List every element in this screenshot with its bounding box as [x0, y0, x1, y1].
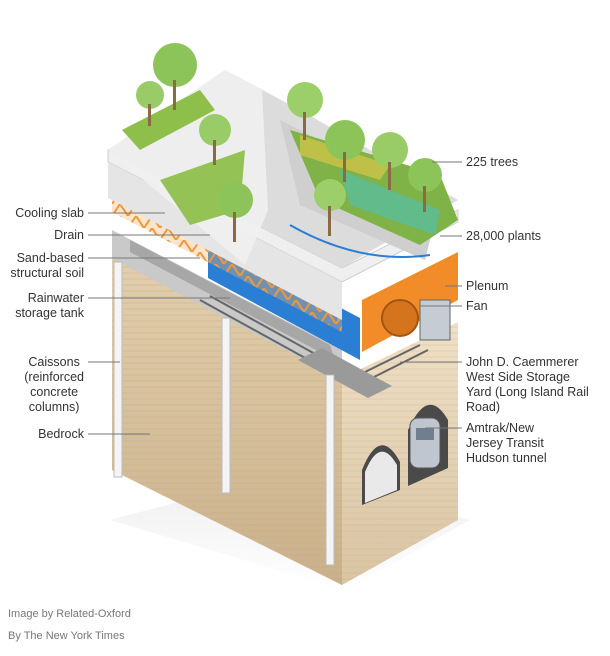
rail-yard-train: [130, 240, 335, 360]
tunnel-train: [409, 417, 441, 469]
label-caissons: Caissons (reinforced concrete columns): [24, 355, 84, 414]
leader-lines: [88, 161, 462, 435]
label-tank: Rainwater storage tank: [15, 291, 84, 320]
label-fan: Fan: [466, 299, 488, 313]
flower-strip: [340, 170, 440, 235]
label-drain: Drain: [54, 228, 84, 242]
truss-band: [112, 198, 342, 332]
rail-track-right: [364, 344, 429, 379]
track-bed: [298, 348, 392, 398]
label-plants: 28,000 plants: [466, 229, 542, 243]
label-yard: John D. Caemmerer West Side Storage Yard…: [466, 355, 589, 414]
label-cooling-slab: Cooling slab: [15, 206, 84, 220]
train-window: [416, 428, 434, 440]
caisson-1: [113, 261, 123, 478]
caisson-2: [221, 317, 231, 494]
label-trees: 225 trees: [466, 155, 519, 169]
tunnel-inner-left: [365, 451, 397, 503]
label-plenum: Plenum: [466, 279, 509, 293]
truss-fill: [112, 198, 342, 332]
label-bedrock: Bedrock: [38, 427, 84, 441]
planting-bed-1: [122, 90, 215, 150]
drain-channel: [289, 224, 431, 258]
label-tunnel: Amtrak/New Jersey Transit Hudson tunnel: [466, 421, 547, 465]
fan-unit: [381, 299, 419, 337]
caisson-3: [325, 374, 335, 566]
trees: [136, 43, 442, 242]
image-credit: Image by Related-Oxford: [8, 608, 131, 620]
source-credit: By The New York Times: [8, 630, 125, 642]
label-soil: Sand-based structural soil: [10, 251, 84, 280]
yard-train-car: [419, 299, 451, 341]
